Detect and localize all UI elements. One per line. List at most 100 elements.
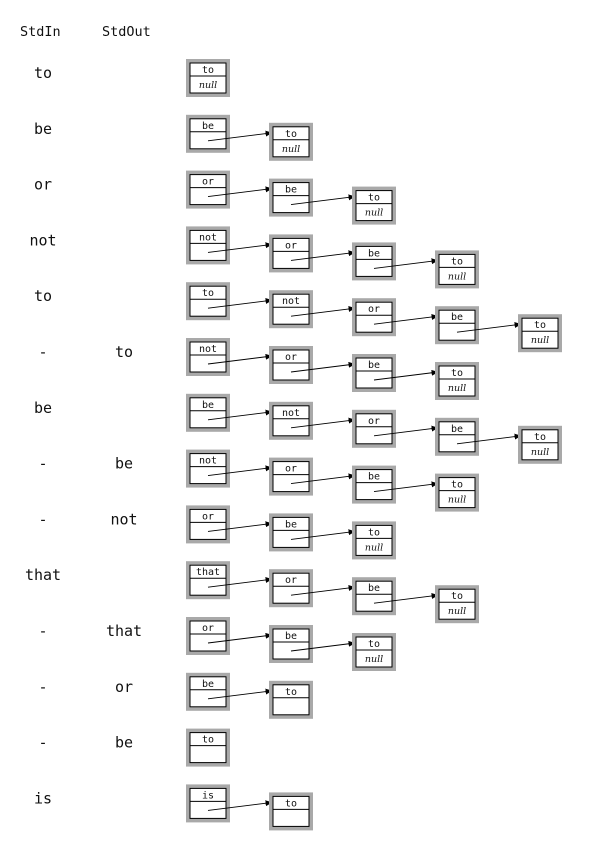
node-box bbox=[189, 453, 227, 485]
next-link-arrow bbox=[290, 473, 356, 485]
stdin-op: - bbox=[38, 622, 47, 640]
stdout-value: or bbox=[115, 678, 133, 696]
node-box bbox=[355, 636, 393, 668]
next-link-arrow bbox=[207, 577, 273, 588]
next-link-arrow bbox=[207, 800, 273, 811]
node-box bbox=[272, 628, 310, 660]
null-label: null bbox=[282, 144, 300, 155]
stack-node: or bbox=[352, 298, 396, 337]
node-item: be bbox=[451, 424, 463, 435]
node-box bbox=[521, 429, 559, 461]
node-item: to bbox=[202, 735, 214, 746]
node-box bbox=[355, 580, 393, 612]
node-box bbox=[438, 365, 476, 397]
next-link-arrow bbox=[290, 194, 356, 206]
node-item: be bbox=[368, 360, 380, 371]
node-box bbox=[438, 421, 476, 453]
node-box bbox=[272, 461, 310, 493]
node-box bbox=[189, 62, 227, 94]
node-box bbox=[272, 572, 310, 604]
node-box bbox=[272, 516, 310, 548]
null-label: null bbox=[448, 271, 466, 282]
node-box bbox=[189, 229, 227, 261]
stack-node: to bbox=[186, 728, 230, 767]
node-item: to bbox=[285, 129, 297, 140]
next-link-arrow bbox=[373, 314, 439, 325]
node-item: not bbox=[199, 456, 217, 467]
node-item: is bbox=[202, 790, 214, 801]
stdin-op: or bbox=[34, 176, 52, 194]
next-link-arrow bbox=[456, 433, 522, 445]
node-box bbox=[355, 245, 393, 277]
node-item: or bbox=[202, 177, 214, 188]
stack-node: or bbox=[269, 346, 313, 384]
stack-node: to bbox=[186, 282, 230, 321]
node-box bbox=[438, 309, 476, 341]
stack-node: or bbox=[352, 409, 396, 448]
stack-node: or bbox=[269, 234, 313, 273]
stack-node: or bbox=[186, 505, 230, 544]
next-link-arrow bbox=[290, 585, 356, 596]
node-box bbox=[355, 190, 393, 222]
node-box bbox=[189, 341, 227, 373]
node-box bbox=[355, 301, 393, 333]
stdin-op: - bbox=[38, 455, 47, 473]
next-link-arrow bbox=[290, 250, 356, 261]
stdout-value: that bbox=[106, 622, 142, 640]
node-box bbox=[355, 413, 393, 445]
node-box bbox=[189, 732, 227, 764]
null-label: null bbox=[199, 80, 217, 91]
node-item: be bbox=[202, 679, 214, 690]
next-link-arrow bbox=[207, 409, 273, 421]
node-box bbox=[438, 588, 476, 620]
node-item: be bbox=[202, 121, 214, 132]
node-item: to bbox=[451, 591, 463, 602]
next-link-arrow bbox=[373, 258, 439, 269]
node-item: to bbox=[202, 65, 214, 76]
node-box bbox=[355, 469, 393, 501]
node-box bbox=[189, 787, 227, 819]
null-label: null bbox=[448, 383, 466, 394]
stack-node: or bbox=[269, 457, 313, 496]
node-item: to bbox=[451, 480, 463, 491]
stack-node: be bbox=[186, 393, 230, 432]
next-link-arrow bbox=[207, 353, 273, 365]
stack-node: to null bbox=[269, 122, 313, 161]
next-link-arrow bbox=[290, 361, 356, 373]
node-item: to bbox=[202, 288, 214, 299]
stack-node: be bbox=[269, 178, 313, 217]
null-label: null bbox=[448, 606, 466, 617]
null-label: null bbox=[531, 335, 549, 346]
node-box bbox=[272, 405, 310, 437]
null-label: null bbox=[365, 542, 383, 553]
node-item: that bbox=[196, 567, 220, 578]
node-box bbox=[272, 126, 310, 158]
node-item: to bbox=[534, 432, 546, 443]
stdin-op: to bbox=[34, 64, 52, 82]
stack-node: to null bbox=[435, 585, 479, 624]
stdin-op: be bbox=[34, 399, 52, 417]
stack-node: not bbox=[269, 401, 313, 440]
stdin-op: - bbox=[38, 510, 47, 528]
stack-node: that bbox=[186, 561, 230, 600]
node-item: be bbox=[368, 472, 380, 483]
stack-node: be bbox=[352, 354, 396, 392]
node-item: or bbox=[285, 240, 297, 251]
stdin-op: not bbox=[29, 231, 56, 249]
stack-node: be bbox=[352, 242, 396, 281]
node-item: be bbox=[368, 583, 380, 594]
stack-node: not bbox=[186, 449, 230, 488]
stdout-value: to bbox=[115, 343, 133, 361]
next-link-arrow bbox=[207, 465, 273, 477]
node-item: to bbox=[534, 320, 546, 331]
node-item: not bbox=[282, 408, 300, 419]
